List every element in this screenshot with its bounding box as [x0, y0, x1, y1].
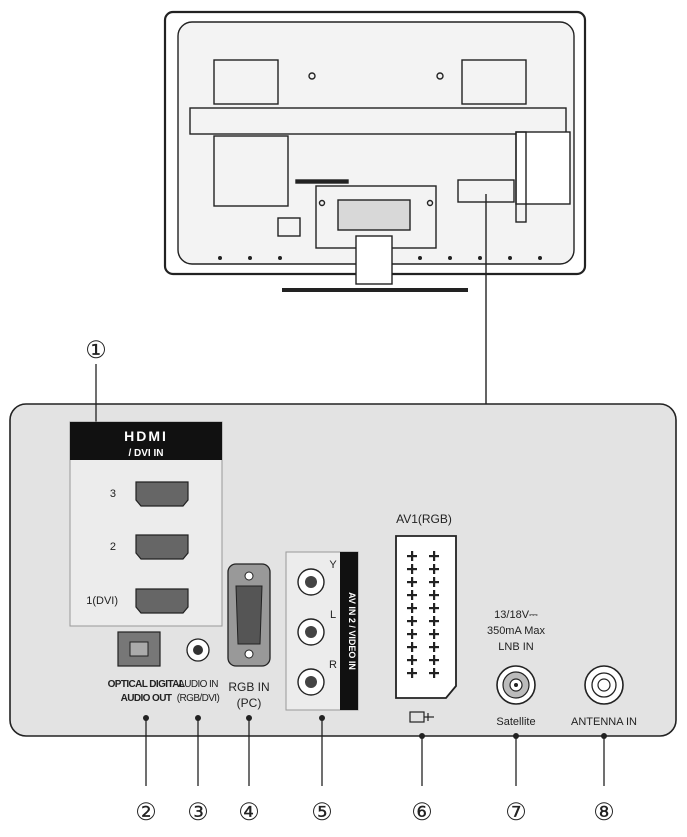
av2-vertical-label: AV IN 2 / VIDEO IN: [347, 592, 357, 670]
scart-pin: [411, 655, 414, 665]
callout-leaders: [145, 718, 605, 786]
tv-middle-band: [189, 107, 567, 135]
audio-in-jack-hole: [193, 645, 203, 655]
optical-label-line1: OPTICAL DIGITAL: [108, 679, 185, 690]
scart-pin: [411, 642, 414, 652]
scart-pin: [411, 616, 414, 626]
side-connector-edge: [515, 131, 527, 223]
stand-slot: [295, 179, 349, 184]
lnb-label-line3: LNB IN: [498, 641, 534, 653]
callout-dots: [143, 715, 607, 739]
av2-l-label: L: [330, 609, 336, 621]
optical-label-line2: AUDIO OUT: [121, 693, 172, 704]
lnb-label-line2: 350mA Max: [487, 625, 546, 637]
scart-port: [395, 535, 457, 699]
av2-r-jack-hole: [305, 676, 317, 688]
av2-y-jack-hole: [305, 576, 317, 588]
antenna-port: [584, 665, 624, 705]
scart-pin: [433, 655, 436, 665]
bottom-vent-dots: [218, 256, 542, 260]
tv-rear-view: [163, 10, 587, 292]
vent-bottom-left: [213, 135, 289, 207]
av2-l-jack-hole: [305, 626, 317, 638]
callout-7: ⑦: [505, 799, 527, 826]
av2-r-label: R: [329, 659, 337, 671]
scart-pin: [433, 629, 436, 639]
hdmi-port-2-label: 2: [110, 541, 116, 553]
side-connector-box: [515, 131, 571, 205]
av1-input-icon: [409, 711, 434, 723]
scart-pin: [433, 668, 436, 678]
scart-pin: [433, 590, 436, 600]
scart-pin: [433, 564, 436, 574]
stand-mount-vent: [337, 199, 411, 231]
screw-hole: [436, 72, 444, 80]
screw-hole: [308, 72, 316, 80]
hdmi-port-3: [135, 481, 189, 507]
av1-label: AV1(RGB): [396, 512, 452, 526]
satellite-label: Satellite: [496, 716, 535, 728]
scart-pin: [411, 603, 414, 613]
stand-neck: [355, 235, 393, 285]
scart-pin: [433, 551, 436, 561]
hdmi-port-1-label: 1(DVI): [86, 595, 118, 607]
antenna-label: ANTENNA IN: [571, 716, 637, 728]
scart-pin: [433, 577, 436, 587]
scart-pin: [411, 668, 414, 678]
scart-pin: [433, 616, 436, 626]
scart-pin: [411, 577, 414, 587]
av-in-2-group: AV IN 2 / VIDEO IN Y L R: [285, 551, 359, 711]
hdmi-port-3-label: 3: [110, 488, 116, 500]
rgb-in-label-line2: (PC): [237, 696, 262, 710]
hdmi-port-2: [135, 534, 189, 560]
callout-3: ③: [187, 799, 209, 826]
scart-pin: [411, 590, 414, 600]
scart-pin: [433, 642, 436, 652]
hdmi-logo: HDMI: [124, 428, 168, 444]
scart-pin: [433, 603, 436, 613]
callout-6: ⑥: [411, 799, 433, 826]
lnb-label-line1: 13/18V⎓: [494, 609, 538, 621]
av2-label-bar: [340, 552, 358, 710]
hdmi-header: [70, 422, 222, 460]
audio-in-label-line2: (RGB/DVI): [177, 693, 220, 704]
rgb-in-label-line1: RGB IN: [228, 680, 269, 694]
scart-pin: [411, 629, 414, 639]
scart-pin: [411, 551, 414, 561]
vent-top-right: [461, 59, 527, 105]
callout-1: ①: [85, 337, 107, 364]
hdmi-group: HDMI / DVI IN 3 2 1(DVI): [69, 421, 223, 627]
scart-pin: [411, 564, 414, 574]
satellite-port: [496, 665, 536, 705]
optical-out-shutter: [129, 641, 149, 657]
hdmi-subtitle: / DVI IN: [128, 448, 163, 459]
audio-in-label-line1: AUDIO IN: [178, 679, 218, 690]
vga-port: [227, 563, 271, 667]
av2-y-label: Y: [329, 559, 337, 571]
callout-8: ⑧: [593, 799, 615, 826]
callout-4: ④: [238, 799, 260, 826]
hdmi-port-1: [135, 588, 189, 614]
power-inlet: [277, 217, 301, 237]
callout-2: ②: [135, 799, 157, 826]
mount-screw: [426, 199, 434, 207]
callout-5: ⑤: [311, 799, 333, 826]
vent-top-left: [213, 59, 279, 105]
mount-screw: [318, 199, 326, 207]
